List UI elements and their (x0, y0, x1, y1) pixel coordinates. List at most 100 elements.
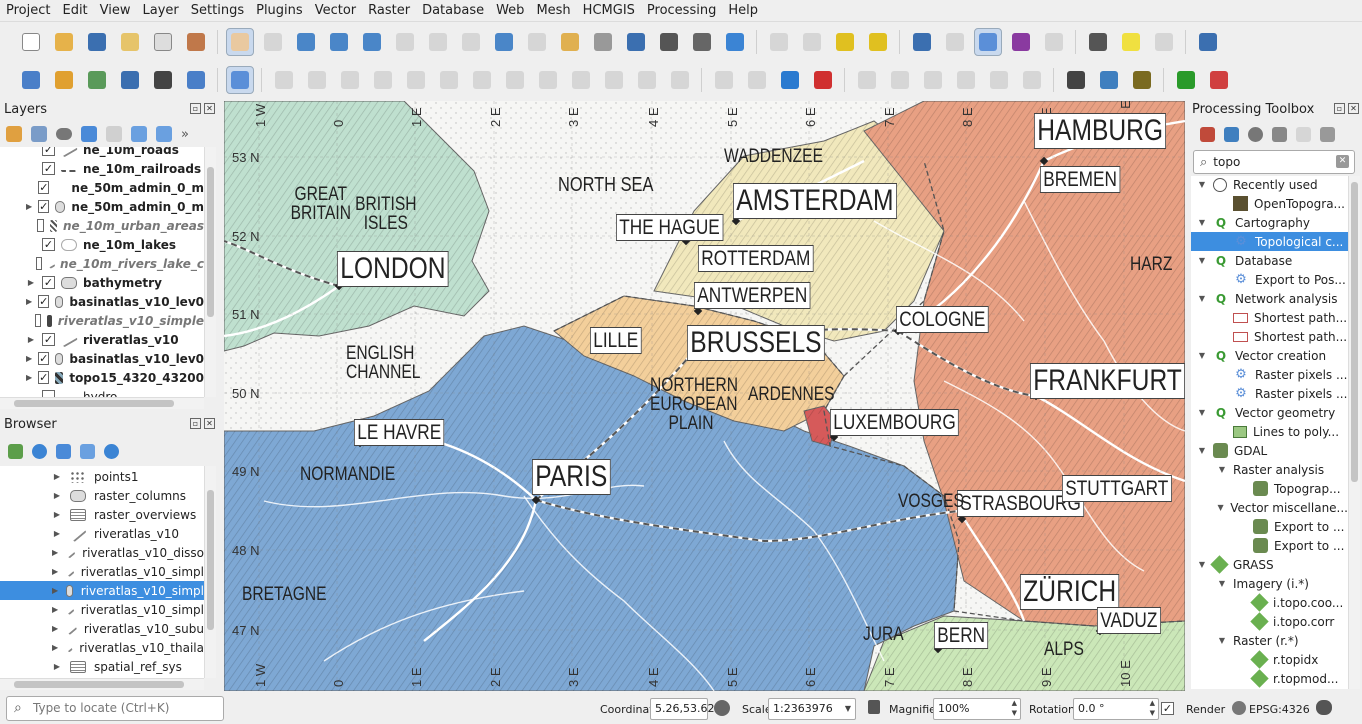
close-icon[interactable]: ✕ (204, 103, 215, 114)
add-raster-button[interactable] (50, 66, 78, 94)
current-edits-button[interactable] (225, 66, 254, 94)
layer-visibility-checkbox[interactable] (35, 314, 41, 327)
zoom-native-button[interactable] (457, 28, 485, 56)
select-location-button[interactable] (864, 28, 892, 56)
layer-item[interactable]: ✓ne_10m_lakes (0, 235, 204, 254)
menu-vector[interactable]: Vector (314, 2, 357, 18)
menu-view[interactable]: View (99, 2, 131, 18)
toolbox-item[interactable]: ▼Vector miscellane... (1191, 498, 1348, 517)
menu-mesh[interactable]: Mesh (536, 2, 571, 18)
lock-icon[interactable] (868, 700, 880, 714)
render-checkbox[interactable]: ✓ (1161, 702, 1174, 715)
toolbox-item[interactable]: ▼Raster (r.*) (1191, 631, 1348, 650)
collapse-arrow-icon[interactable]: ▼ (1218, 579, 1226, 588)
collapse-arrow-icon[interactable]: ▼ (1218, 636, 1226, 645)
processing-gear-button[interactable] (973, 28, 1002, 56)
more-chevron-icon[interactable]: » (181, 126, 189, 142)
copy-button[interactable] (567, 66, 595, 94)
toolbox-scrollbar[interactable] (1348, 176, 1360, 689)
browser-item[interactable]: ▶riveratlas_v10_subu (0, 619, 204, 638)
menu-project[interactable]: Project (6, 2, 51, 18)
messages-icon[interactable] (1316, 700, 1332, 715)
browser-item[interactable]: ▶riveratlas_v10_simpl (0, 581, 204, 600)
layer-visibility-checkbox[interactable]: ✓ (38, 181, 50, 194)
expand-arrow-icon[interactable]: ▶ (52, 605, 59, 614)
expand-arrow-icon[interactable]: ▶ (52, 567, 59, 576)
expand-arrow-icon[interactable]: ▶ (27, 278, 35, 287)
layers-scrollbar[interactable] (204, 147, 216, 397)
layer-visibility-checkbox[interactable] (36, 219, 44, 232)
layer-visibility-checkbox[interactable]: ✓ (38, 295, 50, 308)
layer-visibility-checkbox[interactable]: ✓ (38, 200, 50, 213)
expand-arrow-icon[interactable]: ▶ (26, 354, 33, 363)
layer-visibility-checkbox[interactable]: ✓ (42, 162, 55, 175)
collapse-arrow-icon[interactable]: ▼ (1198, 218, 1206, 227)
clock-button[interactable] (688, 28, 716, 56)
layer-item[interactable]: ▶✓bathymetry (0, 273, 204, 292)
browser-item[interactable]: ▶riveratlas_v10_thaila (0, 638, 204, 657)
plugin-globe-button[interactable] (1062, 66, 1090, 94)
expand-arrow-icon[interactable]: ▶ (52, 624, 59, 633)
grid-button[interactable] (182, 66, 210, 94)
browser-item[interactable]: ▶riveratlas_v10_disso (0, 543, 204, 562)
layers-h-scrollbar[interactable] (0, 397, 204, 409)
new-project-button[interactable] (17, 28, 45, 56)
layer-item[interactable]: hydro (0, 387, 204, 397)
collapse-arrow-icon[interactable]: ▼ (1217, 503, 1224, 512)
layer-visibility-checkbox[interactable]: ✓ (42, 333, 55, 346)
qgis-plugin-button[interactable] (1128, 66, 1156, 94)
filter-expression-icon[interactable] (106, 126, 122, 142)
info-icon[interactable] (104, 443, 119, 459)
layer-visibility-checkbox[interactable] (35, 257, 42, 270)
plugin-dim-button[interactable] (1150, 28, 1178, 56)
results-icon[interactable] (1272, 126, 1287, 142)
zoom-next-button[interactable] (523, 28, 551, 56)
new-map-view-button[interactable] (556, 28, 584, 56)
digitize-button[interactable] (83, 66, 111, 94)
layer-visibility-checkbox[interactable]: ✓ (38, 371, 50, 384)
toolbox-item[interactable]: r.topidx (1191, 650, 1348, 669)
add-layer-button[interactable] (149, 66, 177, 94)
attribute-table2-button[interactable] (1040, 28, 1068, 56)
layer-item[interactable]: riveratlas_v10_simple (0, 311, 204, 330)
browser-item[interactable]: ▶raster_columns (0, 486, 204, 505)
close-icon[interactable]: ✕ (1348, 103, 1359, 114)
toolbox-item[interactable]: r.topmod... (1191, 669, 1348, 688)
expand-arrow-icon[interactable]: ▶ (52, 643, 59, 652)
browser-item[interactable]: ▶points1 (0, 467, 204, 486)
identify-button[interactable] (908, 28, 936, 56)
expand-arrow-icon[interactable]: ▶ (26, 373, 33, 382)
collapse-arrow-icon[interactable]: ▼ (1198, 351, 1206, 360)
annotation-button[interactable] (1117, 28, 1145, 56)
menu-processing[interactable]: Processing (646, 2, 717, 18)
vertex-tool-button[interactable] (369, 66, 397, 94)
save-edits-button[interactable] (468, 66, 496, 94)
menu-hcmgis[interactable]: HCMGIS (582, 2, 635, 18)
zoom-selection-button[interactable] (424, 28, 452, 56)
toolbox-item[interactable]: i.topo.corr (1191, 612, 1348, 631)
select-value-button[interactable] (798, 28, 826, 56)
layer-visibility-checkbox[interactable]: ✓ (42, 276, 55, 289)
pan-to-selection-button[interactable] (259, 28, 287, 56)
browser-h-scrollbar[interactable] (0, 678, 204, 690)
zoom-layer-button[interactable] (391, 28, 419, 56)
expand-arrow-icon[interactable]: ▶ (27, 335, 35, 344)
label-show-button[interactable] (952, 66, 980, 94)
magnifier-field[interactable]: 100% ▲▼ (933, 698, 1021, 720)
expand-arrow-icon[interactable]: ▶ (52, 548, 59, 557)
label-move-button[interactable] (853, 66, 881, 94)
toolbox-item[interactable]: Shortest path... (1191, 327, 1348, 346)
label-button[interactable] (710, 66, 738, 94)
toolbox-item[interactable]: ▼Vector (v.*) (1191, 688, 1348, 689)
layer-visibility-checkbox[interactable] (42, 390, 55, 397)
add-selected-layers-icon[interactable] (8, 443, 23, 459)
search-plugin-button[interactable] (1172, 66, 1200, 94)
clear-search-icon[interactable]: ✕ (1336, 155, 1349, 168)
crs-globe-icon[interactable] (1232, 701, 1246, 715)
layer-visibility-checkbox[interactable]: ✓ (38, 352, 50, 365)
collapse-arrow-icon[interactable]: ▼ (1198, 560, 1206, 569)
edit-features-icon[interactable] (1296, 126, 1311, 142)
